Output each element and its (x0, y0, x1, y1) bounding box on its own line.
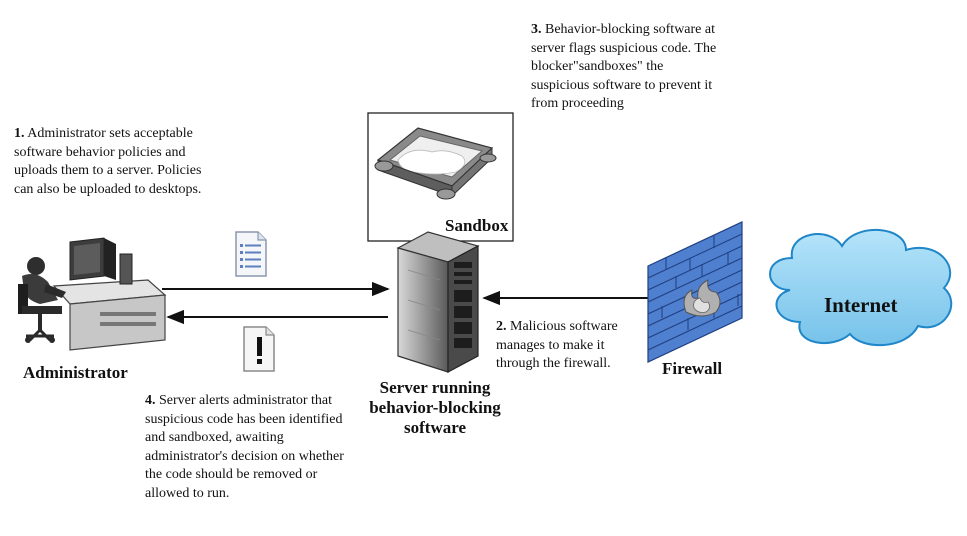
cloud-icon (769, 228, 953, 347)
step1-note: 1. Administrator sets acceptable softwar… (14, 125, 219, 199)
workstation-icon (18, 237, 167, 351)
internet-label: Internet (824, 293, 898, 317)
firewall-label: Firewall (662, 359, 723, 378)
step3-number: 3. (531, 22, 542, 37)
step4-number: 4. (145, 393, 156, 408)
brick-wall-fire-icon (647, 221, 743, 363)
sandbox-label: Sandbox (445, 216, 509, 235)
step4-text: Server alerts administrator that suspici… (145, 393, 344, 501)
step2-number: 2. (496, 319, 507, 334)
step2-note: 2. Malicious software manages to make it… (496, 318, 646, 374)
step1-text: Administrator sets acceptable software b… (14, 126, 202, 197)
document-icon (235, 231, 267, 277)
sandbox-tray-icon (374, 127, 497, 200)
step4-note: 4. Server alerts administrator that susp… (145, 392, 345, 503)
exclamation-icon (243, 326, 275, 372)
step1-number: 1. (14, 126, 25, 141)
administrator-label: Administrator (23, 363, 128, 382)
server-tower-icon (396, 231, 480, 373)
step3-note: 3. Behavior-blocking software at server … (531, 21, 721, 114)
step2-text: Malicious software manages to make it th… (496, 319, 618, 371)
step3-text: Behavior-blocking software at server fla… (531, 22, 717, 111)
server-label: Server running behavior-blocking softwar… (369, 378, 501, 437)
